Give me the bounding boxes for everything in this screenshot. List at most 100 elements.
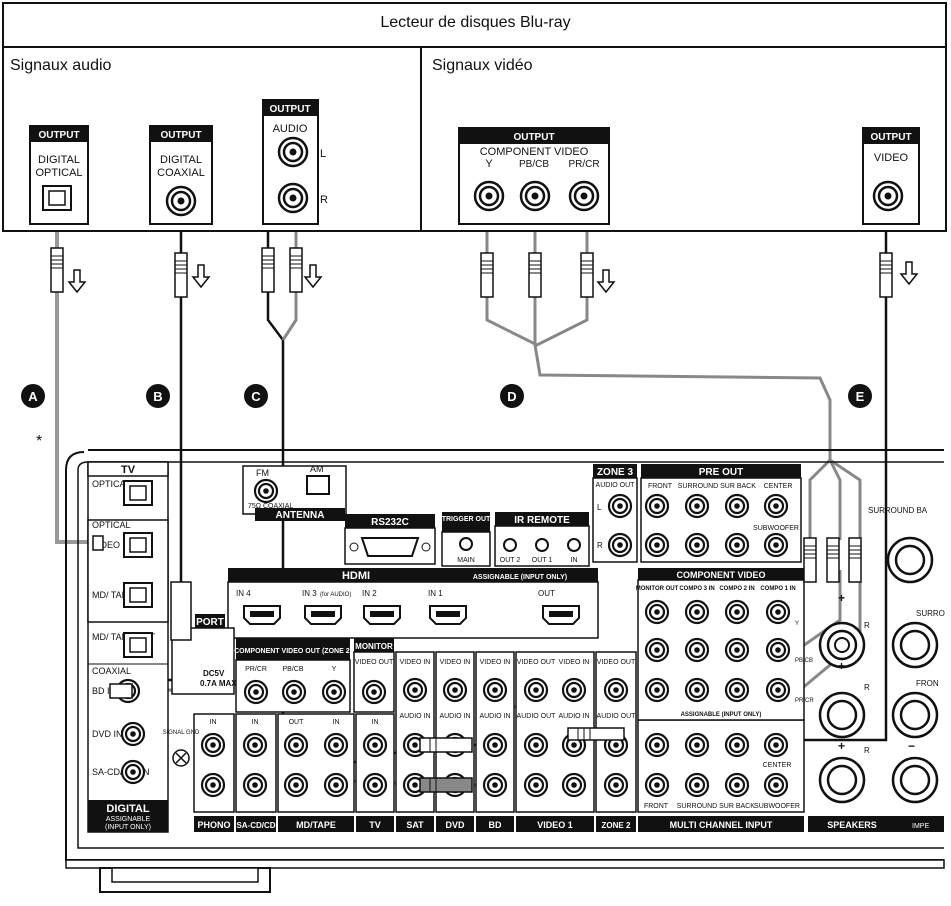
coax-receiver-plug <box>109 683 133 699</box>
zone3-label: ZONE 3 <box>597 467 634 478</box>
jack-icon <box>523 732 549 758</box>
antenna-coaxial: 75Ω COAXIAL <box>248 503 293 510</box>
component-pr-plug-icon <box>580 252 594 298</box>
audio-receiver-plugs <box>419 737 473 793</box>
zone3-section: ZONE 3 AUDIO OUT L R <box>592 464 638 563</box>
jack-icon <box>763 532 789 558</box>
bottom-label-bar: PHONO SA-CD/CD MD/TAPE TV SAT DVD BD VID… <box>194 816 944 832</box>
video-jack-icon <box>872 180 904 212</box>
jack-icon <box>242 772 268 798</box>
hdmi-in1: IN 1 <box>428 589 443 598</box>
co-pr: PR/CR <box>245 666 267 673</box>
component-out-zone2: COMPONENT VIDEO OUT (ZONE 2) PR/CR PB/CB… <box>234 638 352 713</box>
jack-icon <box>362 772 388 798</box>
ir-out1: OUT 1 <box>532 557 553 564</box>
jack-icon <box>644 732 670 758</box>
jack-label: IN <box>210 719 217 726</box>
dvd-audio-in: AUDIO IN <box>439 713 470 720</box>
audio-l-jack-icon <box>277 136 309 168</box>
jack-icon <box>283 772 309 798</box>
cv-plug-pb-icon <box>826 537 840 583</box>
audio-r-plug-icon <box>289 247 303 293</box>
multi-center: CENTER <box>763 762 792 769</box>
jack-icon <box>644 677 670 703</box>
player-optical-output: OUTPUT DIGITAL OPTICAL <box>29 125 89 225</box>
label-impedance: IMPE <box>912 823 929 830</box>
jack-icon <box>603 677 629 703</box>
jack-icon <box>123 632 153 658</box>
jack-icon <box>283 732 309 758</box>
label-zone2: ZONE 2 <box>602 821 631 830</box>
jack-icon <box>323 732 349 758</box>
v1-audio-out: AUDIO OUT <box>517 713 557 720</box>
ir-out2: OUT 2 <box>500 557 521 564</box>
jack-icon <box>402 677 428 703</box>
jack-icon <box>321 679 347 705</box>
label-multi-channel: MULTI CHANNEL INPUT <box>670 820 773 830</box>
label-sacd: SA-CD/CD <box>236 821 275 830</box>
pre-surround: SURROUND <box>678 483 718 490</box>
component-pr-label: PR/CR <box>568 159 599 170</box>
hdmi-out: OUT <box>538 589 555 598</box>
spk-surround: SURRO <box>916 609 945 618</box>
video-tag: OUTPUT <box>870 132 911 143</box>
v1-audio-in: AUDIO IN <box>558 713 589 720</box>
digital-assignable: ASSIGNABLE <box>106 816 151 823</box>
tv-optical-label: OPTICAL <box>92 520 131 530</box>
jack-icon <box>765 599 791 625</box>
marker-d: D <box>507 389 516 404</box>
co-y: Y <box>332 666 337 673</box>
hdmi-in3: IN 3 <box>302 589 317 598</box>
tv-optical-in: OPTICAL IN <box>92 479 142 489</box>
optical-plug-icon <box>50 247 64 293</box>
sat-audio-in: AUDIO IN <box>399 713 430 720</box>
jack-icon <box>123 480 153 506</box>
multi-front: FRONT <box>644 803 669 810</box>
audio-l-label: L <box>320 148 326 160</box>
label-dvd: DVD <box>445 820 465 830</box>
video1-in-label: VIDEO 1 IN <box>92 540 139 550</box>
video-label: VIDEO <box>874 152 909 164</box>
tv-box-title: TV <box>121 464 136 476</box>
video-section-title: Signaux vidéo <box>432 57 533 74</box>
label-tv: TV <box>369 820 381 830</box>
jack-icon <box>684 677 710 703</box>
pre-subwoofer: SUBWOOFER <box>753 525 799 532</box>
dvd-video-in: VIDEO IN <box>440 659 471 666</box>
zone2-video-out: VIDEO OUT <box>597 659 636 666</box>
co-pb: PB/CB <box>282 666 303 673</box>
player-component-output: OUTPUT COMPONENT VIDEO Y PB/CB PR/CR <box>458 127 610 225</box>
dvd-in-label: DVD IN <box>92 729 123 739</box>
coaxial-line2: COAXIAL <box>157 167 205 179</box>
component-pb-label: PB/CB <box>519 159 549 170</box>
optical-receiver-plug <box>92 535 104 551</box>
jack-icon <box>123 582 153 608</box>
jack-icon <box>323 772 349 798</box>
marker-a: A <box>28 389 38 404</box>
bd-video-in: VIDEO IN <box>480 659 511 666</box>
jack-label: IN <box>372 719 379 726</box>
bd-in-label: BD IN <box>92 686 116 696</box>
ir-in: IN <box>571 557 578 564</box>
jack-icon <box>724 677 750 703</box>
jack-icon <box>607 532 633 558</box>
sacd-in-label: SA-CD/ CD IN <box>92 767 150 777</box>
ir-remote-label: IR REMOTE <box>514 515 570 526</box>
spk-plus2: + <box>838 659 845 673</box>
jack-icon <box>561 772 587 798</box>
jack-icon <box>523 677 549 703</box>
cv-y: Y <box>795 621 799 627</box>
label-sat: SAT <box>406 820 424 830</box>
bd-audio-in: AUDIO IN <box>479 713 510 720</box>
cv-assignable: ASSIGNABLE (INPUT ONLY) <box>681 712 762 718</box>
zone3-l: L <box>597 503 602 512</box>
jack-icon <box>644 772 670 798</box>
coaxial-jack-icon <box>165 185 197 217</box>
component-y-plug-icon <box>480 252 494 298</box>
audio-r-label: R <box>320 194 328 206</box>
pre-front: FRONT <box>648 483 673 490</box>
jack-icon <box>362 732 388 758</box>
jack-icon <box>644 599 670 625</box>
hdmi-in4: IN 4 <box>236 589 251 598</box>
